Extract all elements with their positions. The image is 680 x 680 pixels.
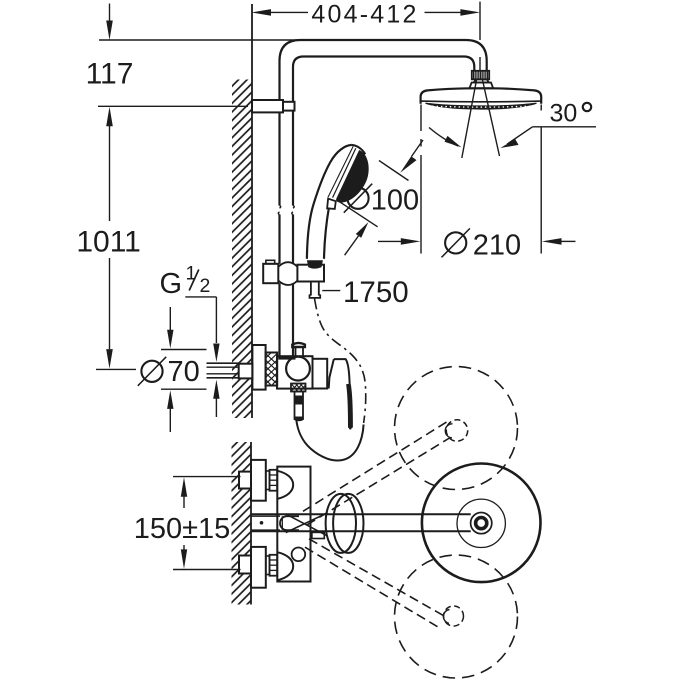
svg-text:1011: 1011: [76, 225, 141, 258]
svg-text:117: 117: [86, 58, 134, 91]
svg-text:1: 1: [186, 262, 197, 284]
svg-text:G: G: [160, 268, 183, 300]
svg-text:70: 70: [168, 356, 200, 388]
svg-text:1750: 1750: [343, 276, 409, 309]
svg-text:150±15: 150±15: [134, 513, 231, 545]
svg-text:30: 30: [550, 100, 578, 128]
svg-text:2: 2: [200, 275, 211, 297]
svg-text:210: 210: [473, 230, 521, 262]
svg-text:404-412: 404-412: [311, 1, 418, 29]
svg-text:100: 100: [371, 185, 419, 217]
